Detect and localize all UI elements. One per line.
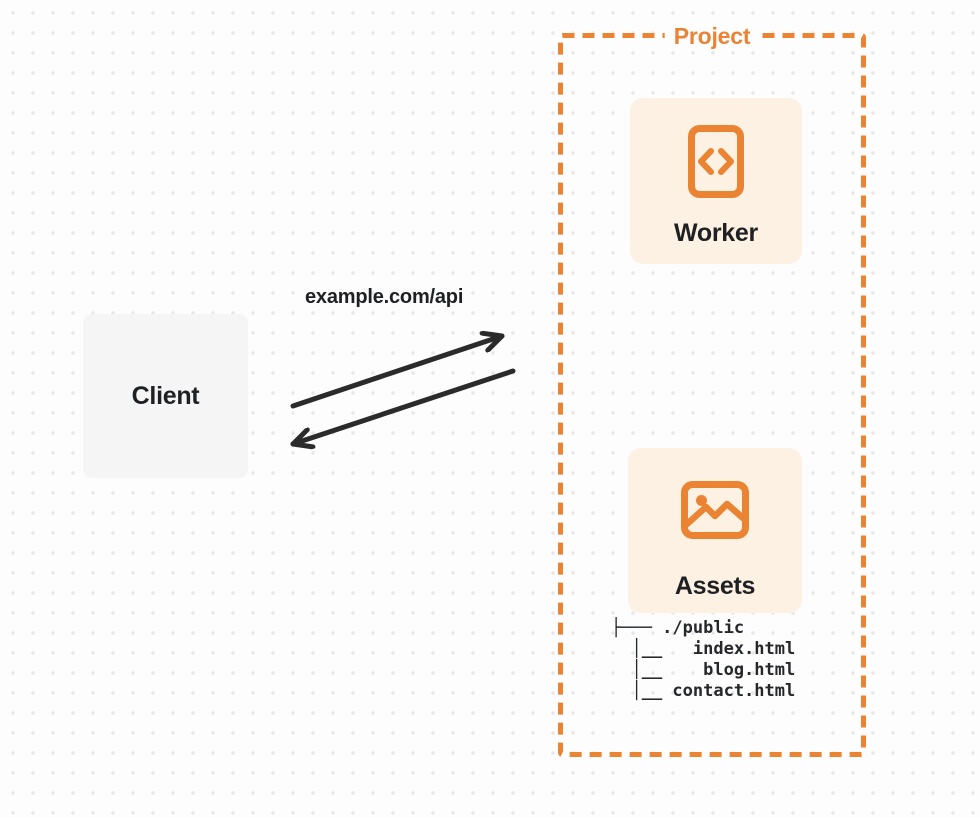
code-document-icon — [688, 125, 744, 198]
worker-node: Worker — [630, 98, 802, 264]
project-boundary: Project — [558, 23, 866, 757]
file-tree-item: │__ contact.html — [611, 681, 796, 701]
request-url-label: example.com/api — [305, 286, 464, 308]
project-label: Project — [664, 23, 760, 50]
assets-label: Assets — [674, 572, 756, 600]
image-icon — [681, 481, 749, 539]
assets-node: Assets — [628, 448, 802, 613]
file-tree-root: ├─── ./public — [611, 618, 745, 638]
client-label: Client — [131, 381, 200, 410]
worker-label: Worker — [674, 219, 758, 247]
client-node: Client — [83, 314, 248, 478]
response-arrow — [290, 368, 516, 444]
request-arrow — [290, 336, 505, 409]
file-tree-item: │__ blog.html — [611, 660, 796, 680]
file-tree: ├─── ./public │__ index.html │__ blog.ht… — [611, 618, 795, 702]
file-tree-item: │__ index.html — [611, 639, 796, 659]
